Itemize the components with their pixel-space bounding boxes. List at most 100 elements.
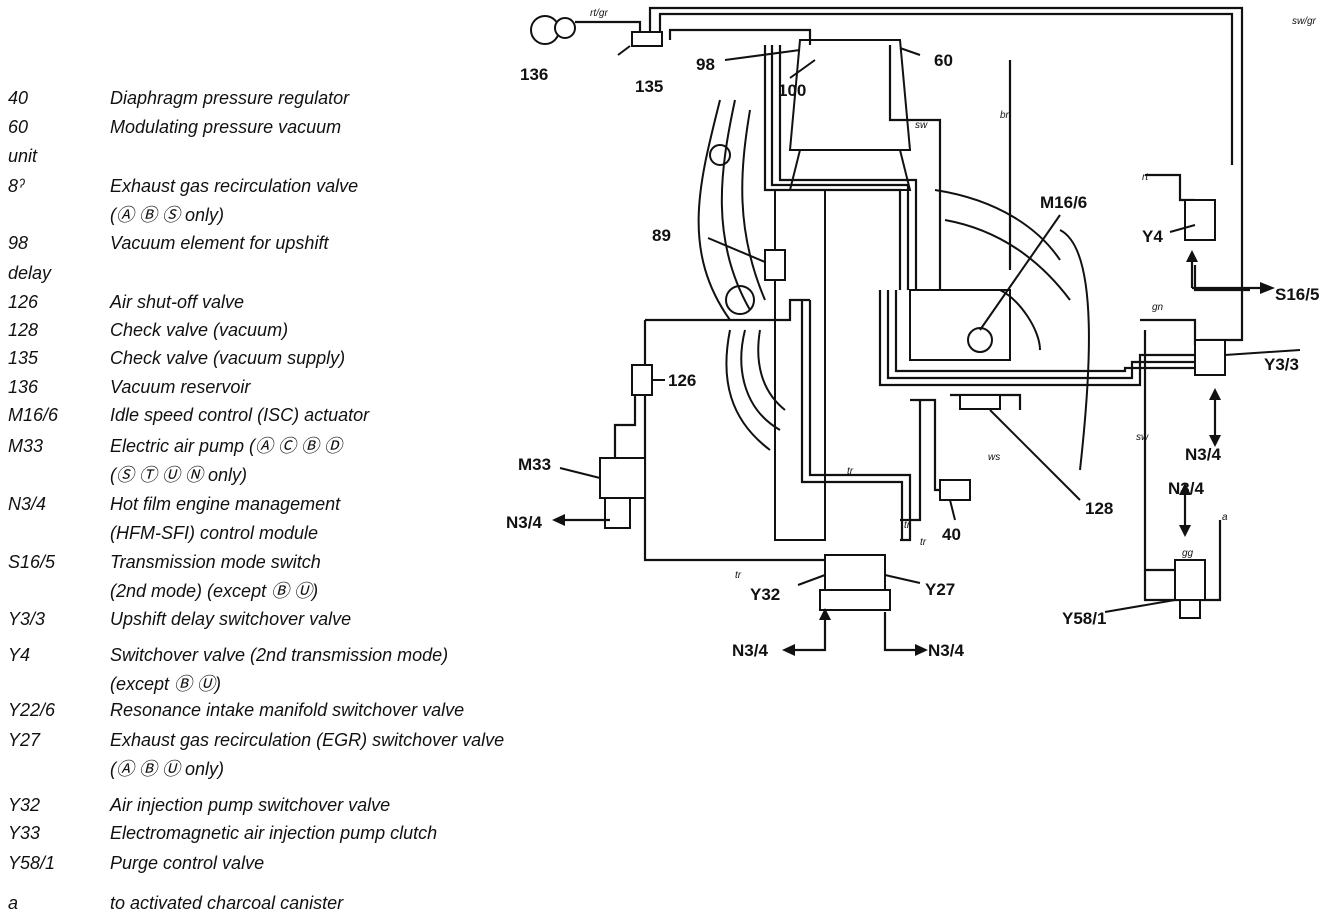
wire-rt: rt [1142, 172, 1149, 183]
wire-tr2: tr [920, 537, 927, 548]
legend-code: S16/5 [8, 552, 56, 572]
line-60 [888, 45, 942, 290]
label-136: 136 [520, 65, 548, 84]
legend-description: Purge control valve [110, 853, 265, 873]
check-valve-135 [631, 31, 663, 47]
line-gn [1140, 318, 1197, 345]
label-135: 135 [635, 77, 663, 96]
legend-description: Air injection pump switchover valve [110, 795, 391, 815]
line-126-down [643, 320, 830, 562]
line-bundle-1 [878, 290, 1200, 387]
label-128: 128 [1085, 499, 1113, 518]
arrowheads [552, 250, 1275, 656]
legend-description: Diaphragm pressure regulator [110, 88, 350, 108]
vacuum-lines [575, 6, 1250, 602]
line-swgr [1200, 170, 1244, 342]
legend-description: Resonance intake manifold switchover val… [110, 700, 465, 720]
wire-color-labels: rt/gr sw/gr sw br rt gn sw tr tr tr tr w… [590, 8, 1317, 581]
upshift-valve-y33 [1194, 339, 1226, 376]
legend-description: (Ⓐ Ⓑ Ⓢ only) [110, 205, 225, 225]
legend-code: Y3/3 [8, 609, 46, 629]
label-s16-5: S16/5 [1275, 285, 1319, 304]
legend-description: (2nd mode) (except Ⓑ Ⓤ) [110, 581, 319, 601]
legend-description: Electric air pump (Ⓐ Ⓒ Ⓑ Ⓓ [110, 436, 343, 456]
line-98 [668, 28, 812, 45]
legend-description: (except Ⓑ Ⓤ) [110, 674, 222, 694]
legend-code: M16/6 [8, 405, 59, 425]
legend-code: Y33 [8, 823, 41, 843]
line-bundle-2 [886, 290, 1200, 380]
label-98: 98 [696, 55, 715, 74]
check-valve-128 [959, 394, 1001, 410]
legend-code: 128 [8, 320, 39, 340]
line-126-m33 [613, 395, 637, 460]
legend-code-continuation: delay [8, 263, 52, 283]
legend-description: (Ⓢ Ⓣ Ⓤ Ⓝ only) [110, 465, 248, 485]
label-40: 40 [942, 525, 961, 544]
wire-sw: sw [915, 120, 928, 131]
legend-description: Air shut-off valve [110, 292, 245, 312]
line-40 [910, 398, 950, 492]
legend-code: M33 [8, 436, 44, 456]
legend-description: (HFM-SFI) control module [110, 523, 319, 543]
legend-code: Y4 [8, 645, 31, 665]
line-rt [1145, 173, 1195, 202]
legend-code: Y27 [8, 730, 41, 750]
line-top-loop-inner [658, 12, 1234, 165]
label-100: 100 [778, 81, 806, 100]
line-y4-s16 [1193, 265, 1250, 292]
components [530, 15, 1226, 619]
legend-code: 135 [8, 348, 39, 368]
legend-description: Switchover valve (2nd transmission mode) [110, 645, 449, 665]
legend-description: Vacuum element for upshift [110, 233, 329, 253]
legend-code: 8ˀ [8, 176, 25, 196]
signal-arrows [565, 262, 1260, 652]
label-n3-4-right1: N3/4 [1185, 445, 1221, 464]
line-100-b [770, 45, 910, 290]
legend-code: Y58/1 [8, 853, 56, 873]
label-n3-4-b1: N3/4 [732, 641, 768, 660]
legend-code: Y22/6 [8, 700, 56, 720]
component-labels: 136 135 98 100 60 89 M16/6 Y4 S16/5 Y3/3… [506, 51, 1319, 660]
pressure-regulator-40 [939, 479, 971, 501]
legend-code: a [8, 893, 19, 913]
line-bundle-3 [894, 290, 1200, 373]
wire-tr3: tr [735, 570, 742, 581]
legend-description: Electromagnetic air injection pump clutc… [110, 823, 438, 843]
line-top-loop [648, 6, 1244, 170]
purge-valve-y58 [1174, 559, 1206, 601]
line-100-c [778, 45, 918, 290]
label-y58-1: Y58/1 [1062, 609, 1106, 628]
label-y27: Y27 [925, 580, 955, 599]
legend-code: Y32 [8, 795, 41, 815]
wire-rtgr: rt/gr [590, 8, 608, 19]
leader-lines [559, 45, 1301, 613]
label-n3-4-left: N3/4 [506, 513, 542, 532]
legend-description: Exhaust gas recirculation valve [110, 176, 359, 196]
line-136-135 [575, 20, 642, 40]
label-n3-4-right2: N3/4 [1168, 479, 1204, 498]
legend-description: Check valve (vacuum) [110, 320, 289, 340]
line-tr-2 [800, 300, 904, 540]
line-y3-sw [1143, 330, 1180, 572]
legend-description: Idle speed control (ISC) actuator [110, 405, 370, 425]
wire-swgr: sw/gr [1292, 16, 1317, 27]
wire-gg: gg [1182, 548, 1194, 559]
legend-code-continuation: unit [8, 146, 38, 166]
legend-code: N3/4 [8, 494, 47, 514]
line-126 [645, 298, 810, 322]
legend-code: 40 [8, 88, 29, 108]
wire-br: br [1000, 110, 1010, 121]
label-m16-6: M16/6 [1040, 193, 1087, 212]
legend-code: 136 [8, 377, 39, 397]
line-40b [900, 400, 922, 522]
legend-code: 60 [8, 117, 29, 137]
label-y32: Y32 [750, 585, 780, 604]
legend-description: Check valve (vacuum supply) [110, 348, 346, 368]
label-n3-4-b2: N3/4 [928, 641, 964, 660]
label-60: 60 [934, 51, 953, 70]
legend-description: Hot film engine management [110, 494, 341, 514]
wire-gn: gn [1152, 302, 1164, 313]
legend-description: Transmission mode switch [110, 552, 321, 572]
